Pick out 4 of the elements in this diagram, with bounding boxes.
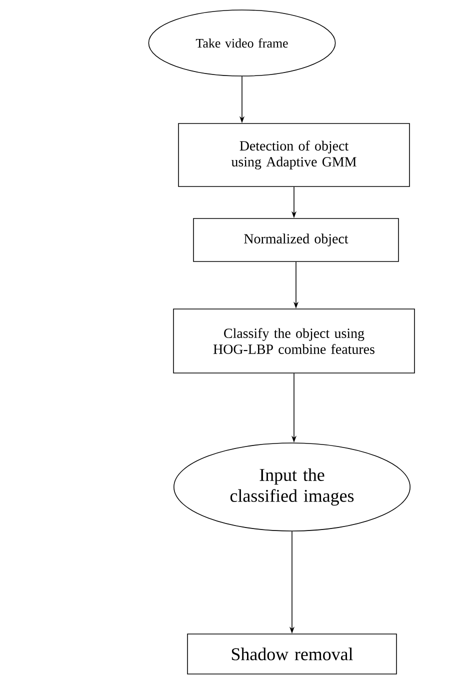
- process-box: Detection of object using Adaptive GMM: [178, 123, 410, 187]
- process-box: Classify the object using HOG-LBP combine features: [173, 308, 415, 374]
- process-box: Normalized object: [193, 218, 399, 262]
- process-box: Shadow removal: [187, 634, 397, 674]
